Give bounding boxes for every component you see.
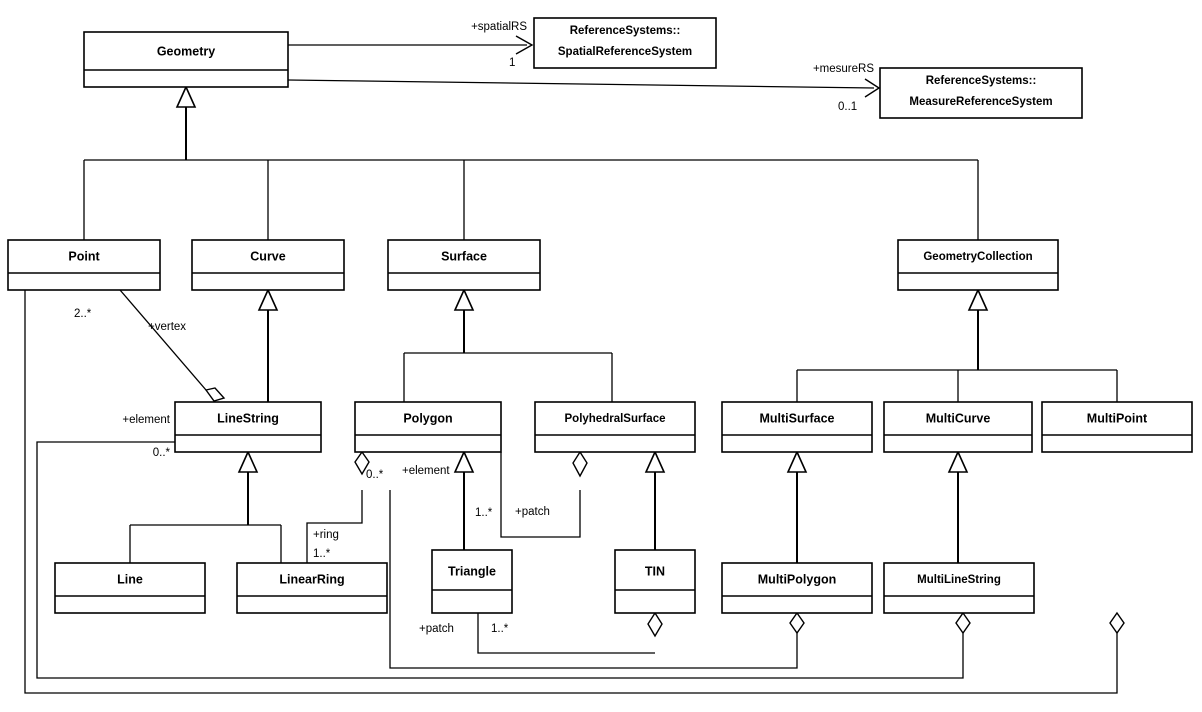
label-patch-tin-mult: 1..* [491,623,509,635]
class-geometry-name: Geometry [157,44,215,58]
generalization-arrow-geometrycollection [967,288,989,311]
arrowhead-measurers [864,78,881,98]
class-tin-name: TIN [645,564,665,578]
class-point[interactable]: Point [7,239,161,291]
edge-multilinestring-linestring-element [36,441,964,679]
aggregation-diamond-multipoint [1109,611,1125,635]
label-element-ls-role: +element [122,414,170,426]
class-multipolygon-name: MultiPolygon [758,572,836,586]
generalization-arrow-polygon [453,450,475,473]
class-polyhedralsurface-name: PolyhedralSurface [565,413,666,425]
edge-polygon-linearring-ring [306,490,363,563]
class-multi-surface[interactable]: MultiSurface [721,401,873,453]
label-measurers-role: +mesureRS [813,63,874,75]
class-linearring-name: LinearRing [279,572,344,586]
aggregation-diamond-multilinestring [955,611,971,635]
class-measurers-name-line1: ReferenceSystems:: [926,75,1037,87]
class-triangle-name: Triangle [448,564,496,578]
class-line-name: Line [117,572,143,586]
aggregation-diamond-ring [354,450,370,476]
label-spatialrs-mult: 1 [509,57,515,69]
class-spatialrs-name-line1: ReferenceSystems:: [570,25,681,37]
class-polygon[interactable]: Polygon [354,401,502,453]
generalization-arrow-geometry [175,85,197,108]
arrowhead-spatialrs [515,35,534,55]
edge-labels-layer: +spatialRS 1 +mesureRS 0..1 2..* +vertex… [74,21,874,635]
aggregation-diamond-patch [572,450,588,478]
class-spatialrs-name-line2: SpatialReferenceSystem [558,46,692,58]
edge-geometry-measurers [287,79,875,89]
class-tin[interactable]: TIN [614,549,696,614]
class-linear-ring[interactable]: LinearRing [236,562,388,614]
class-spatial-reference-system[interactable]: ReferenceSystems:: SpatialReferenceSyste… [533,17,717,69]
generalization-arrow-curve [257,288,279,311]
class-multipoint-name: MultiPoint [1087,411,1148,425]
label-element-tri-mult: 1..* [475,507,493,519]
class-multilinestring-name: MultiLineString [917,574,1001,586]
class-multi-line-string[interactable]: MultiLineString [883,562,1035,614]
label-element-ls-mult: 0..* [153,447,171,459]
class-multi-point[interactable]: MultiPoint [1041,401,1193,453]
class-multisurface-name: MultiSurface [759,411,834,425]
aggregation-diamond-multipolygon [789,611,805,635]
class-curve-name: Curve [250,249,285,263]
label-vertex-role: +vertex [148,321,186,333]
class-line[interactable]: Line [54,562,206,614]
class-linestring-name: LineString [217,411,279,425]
generalization-arrow-polyhedralsurface [644,450,666,473]
label-patch-tin-role: +patch [419,623,454,635]
class-multi-polygon[interactable]: MultiPolygon [721,562,873,614]
generalization-arrow-multisurface [786,450,808,473]
label-ring-mult: 1..* [313,548,331,560]
label-element-tri-role: +element [402,465,450,477]
label-vertex-mult: 2..* [74,308,92,320]
aggregation-diamond-tin-patch [647,611,663,638]
class-curve[interactable]: Curve [191,239,345,291]
label-spatialrs-role: +spatialRS [471,21,527,33]
generalization-arrow-surface [453,288,475,311]
class-measure-reference-system[interactable]: ReferenceSystems:: MeasureReferenceSyste… [879,67,1083,119]
edge-multipoint-point-element [24,290,1118,694]
label-ring-role: +ring [313,529,339,541]
edges-layer [24,35,1125,694]
class-measurers-name-line2: MeasureReferenceSystem [909,96,1052,108]
classes-layer: Geometry ReferenceSystems:: SpatialRefer… [7,17,1193,614]
edge-multipolygon-polygon [389,490,798,669]
class-line-string[interactable]: LineString [174,401,322,453]
class-geometrycollection-name: GeometryCollection [923,251,1032,263]
generalization-arrow-linestring [237,450,259,473]
aggregation-diamond-vertex [204,387,226,402]
class-surface-name: Surface [441,249,487,263]
edge-tin-triangle-patch [477,613,655,654]
edge-linestring-point-vertex [119,289,207,391]
class-polyhedral-surface[interactable]: PolyhedralSurface [534,401,696,453]
label-ring-mult-poly: 0..* [366,469,384,481]
class-geometry[interactable]: Geometry [83,31,289,88]
class-point-name: Point [68,249,100,263]
class-multicurve-name: MultiCurve [926,411,991,425]
generalization-layer [83,85,1118,563]
label-patch-ps-role: +patch [515,506,550,518]
class-polygon-name: Polygon [403,411,452,425]
label-measurers-mult: 0..1 [838,101,857,113]
class-geometry-collection[interactable]: GeometryCollection [897,239,1059,291]
class-triangle[interactable]: Triangle [431,549,513,614]
edge-polyhedralsurface-polygon-patch [500,452,581,538]
generalization-arrow-multicurve [947,450,969,473]
class-surface[interactable]: Surface [387,239,541,291]
class-multi-curve[interactable]: MultiCurve [883,401,1033,453]
